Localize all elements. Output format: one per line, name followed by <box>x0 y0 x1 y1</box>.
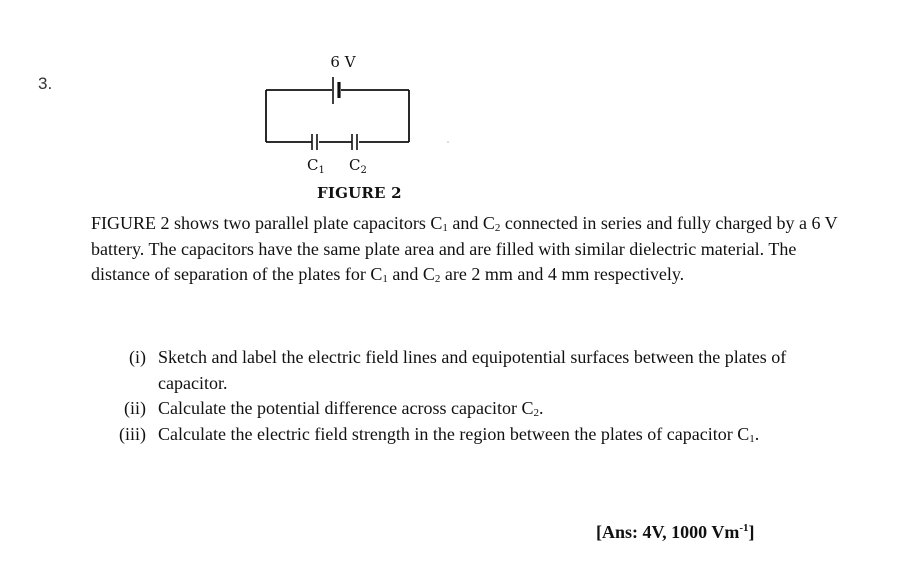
battery-icon <box>332 77 341 104</box>
question-number: 3. <box>38 74 53 93</box>
circuit-diagram: 6 V C1 C2 <box>265 53 449 176</box>
part-label: (iii) <box>119 423 146 444</box>
question-part-ii: (ii) Calculate the potential difference … <box>80 396 840 422</box>
question-paragraph: FIGURE 2 shows two parallel plate capaci… <box>91 213 838 285</box>
part-label: (i) <box>129 347 146 367</box>
scan-speck <box>447 141 449 143</box>
question-part-iii: (iii) Calculate the electric field stren… <box>80 422 840 448</box>
capacitor-c1-icon <box>311 134 318 150</box>
question-parts: (i) Sketch and label the electric field … <box>80 345 840 447</box>
part-text: Sketch and label the electric field line… <box>158 347 787 393</box>
part-text: Calculate the potential difference acros… <box>158 398 544 419</box>
figure-caption: FIGURE 2 <box>317 184 402 202</box>
part-label: (ii) <box>124 398 146 418</box>
part-text: Calculate the electric field strength in… <box>158 423 760 445</box>
battery-label: 6 V <box>330 53 356 71</box>
circuit-wires <box>265 89 410 143</box>
question-part-i: (i) Sketch and label the electric field … <box>80 345 840 396</box>
capacitor-label-c2: C2 <box>349 156 367 176</box>
capacitor-label-c1: C1 <box>307 156 325 176</box>
answer-key: [Ans: 4V, 1000 Vm-1] <box>596 522 755 542</box>
capacitor-c2-icon <box>351 134 358 150</box>
